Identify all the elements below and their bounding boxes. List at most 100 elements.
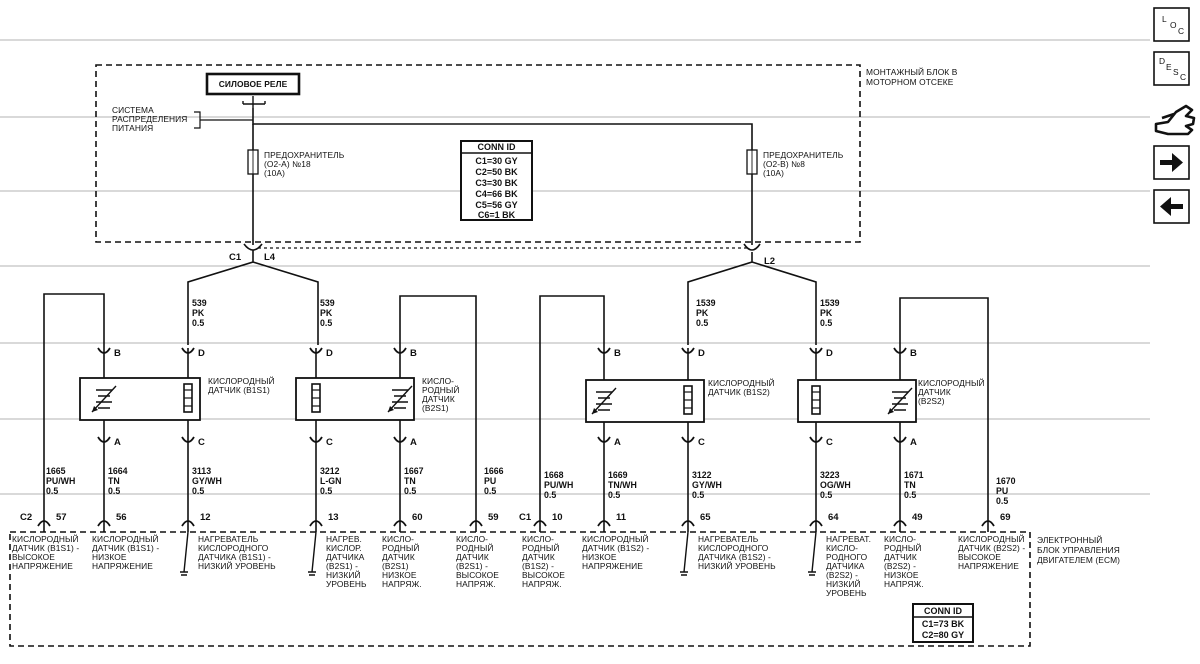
ecm-terminal-label: НАГРЕВ. [326, 534, 362, 544]
wire-gauge: 0.5 [46, 486, 58, 496]
wire-color: OG/WH [820, 480, 851, 490]
wire-gauge: 0.5 [320, 486, 332, 496]
conn-table-row: C3=30 BK [475, 178, 518, 188]
wire-gauge: 0.5 [192, 486, 204, 496]
sensor-label: КИСЛО- [422, 376, 454, 386]
wire-number: 1666 [484, 466, 504, 476]
ecm-terminal-label: (B1S2) - [522, 561, 554, 571]
ecm-terminal-label: (B2S1) - [326, 561, 358, 571]
ground-icon [680, 531, 689, 576]
ecm-terminal-label: ДАТЧИК [382, 552, 415, 562]
ecm-terminal-label: ДАТЧИК [456, 552, 489, 562]
ecm-terminal-label: НИЗКОЕ [92, 552, 127, 562]
ecm-terminal-label: УРОВЕНЬ [326, 579, 367, 589]
sensor-label: ДАТЧИК [918, 387, 951, 397]
wire-number: 1539 [696, 298, 716, 308]
wire-gauge: 0.5 [192, 318, 204, 328]
wire-color: PK [820, 308, 833, 318]
desc-letter: D [1159, 56, 1165, 66]
ecm-terminal-label: (B2S1) - [456, 561, 488, 571]
ecm-terminal-label: ДАТЧИК (B1S2) - [582, 543, 649, 553]
wire-color: PK [696, 308, 709, 318]
ecm-terminal-label: КИСЛО- [522, 534, 554, 544]
ecm-terminal-number: 64 [828, 512, 839, 523]
wire-gauge: 0.5 [692, 490, 704, 500]
wire-number: 3212 [320, 466, 340, 476]
connector-l4: L4 [264, 252, 276, 263]
ecm-terminal-label: НАПРЯЖ. [522, 579, 562, 589]
wire-gauge: 0.5 [484, 486, 496, 496]
ecm-terminal-number: 13 [328, 512, 339, 523]
ecm-terminal-label: КИСЛОРОДНЫЙ [92, 533, 159, 544]
wire-number: 1668 [544, 470, 564, 480]
wire-number: 1667 [404, 466, 424, 476]
ecm-terminal-label: (B2S2) - [826, 570, 858, 580]
ecm-title-2: БЛОК УПРАВЛЕНИЯ [1037, 545, 1120, 555]
ecm-terminal-label: НАПРЯЖЕНИЕ [92, 561, 153, 571]
ecm-terminal-label: ДАТЧИК [884, 552, 917, 562]
loc-button[interactable]: L O C [1153, 7, 1190, 42]
wire-gauge: 0.5 [608, 490, 620, 500]
wire [43, 293, 105, 520]
ecm-terminal-label: НИЗКИЙ [326, 569, 361, 580]
wire-color: PU [484, 476, 496, 486]
pin-letter: A [410, 437, 417, 448]
conn-table-row: C1=30 GY [475, 156, 517, 166]
ecm-terminal-label: КИСЛО- [826, 543, 858, 553]
block-title-1: МОНТАЖНЫЙ БЛОК В [866, 66, 958, 77]
wire-number: 539 [320, 298, 335, 308]
ecm-terminal-label: ВЫСОКОЕ [12, 552, 55, 562]
loc-letter: L [1162, 14, 1167, 24]
ecm-connector-c1: C1 [519, 512, 532, 523]
sensor-label: ДАТЧИК [422, 394, 455, 404]
wire-number: 539 [192, 298, 207, 308]
wire-color: TN [404, 476, 416, 486]
nav-buttons: L O C D E S C [1153, 7, 1196, 224]
wire-number: 1671 [904, 470, 924, 480]
ecm-terminal-label: КИСЛО- [884, 534, 916, 544]
back-arrow-button[interactable] [1153, 189, 1190, 224]
desc-button[interactable]: D E S C [1153, 51, 1190, 86]
ecm-title-1: ЭЛЕКТРОННЫЙ [1037, 534, 1102, 545]
pin-letter: A [614, 437, 621, 448]
sensor-label: КИСЛОРОДНЫЙ [208, 375, 275, 386]
fuse-b-label-1: ПРЕДОХРАНИТЕЛЬ [763, 150, 844, 160]
ecm-terminal-label: РОДНЫЙ [382, 542, 420, 553]
distribution-label-3: ПИТАНИЯ [112, 123, 153, 133]
pin-letter: B [114, 348, 121, 359]
forward-arrow-button[interactable] [1153, 145, 1190, 180]
wire-color: PU/WH [46, 476, 75, 486]
ecm-terminal-label: КИСЛОРОДНЫЙ [12, 533, 79, 544]
wire-color: TN [108, 476, 120, 486]
conn-table-header: CONN ID [478, 142, 517, 152]
wire-gauge: 0.5 [544, 490, 556, 500]
ecm-terminal-label: НАПРЯЖ. [382, 579, 422, 589]
wire-gauge: 0.5 [820, 318, 832, 328]
wire-number: 3122 [692, 470, 712, 480]
pin-letter: B [910, 348, 917, 359]
sensor-label: КИСЛОРОДНЫЙ [918, 377, 985, 388]
wire-number: 1664 [108, 466, 128, 476]
ecm-block: ЭЛЕКТРОННЫЙ БЛОК УПРАВЛЕНИЯ ДВИГАТЕЛЕМ (… [9, 512, 1120, 647]
wire [539, 295, 605, 520]
ecm-terminal-label: ВЫСОКОЕ [456, 570, 499, 580]
ecm-terminal-label: НАПРЯЖЕНИЕ [582, 561, 643, 571]
engine-fuse-block: МОНТАЖНЫЙ БЛОК В МОТОРНОМ ОТСЕКЕ СИЛОВОЕ… [95, 64, 958, 245]
ecm-terminal-label: ВЫСОКОЕ [522, 570, 565, 580]
hand-pointer-icon[interactable] [1154, 104, 1196, 136]
wire-color: TN/WH [608, 480, 637, 490]
ecm-terminal-number: 49 [912, 512, 923, 523]
power-relay-box [205, 72, 301, 96]
pin-letter: C [698, 437, 705, 448]
wire-gauge: 0.5 [320, 318, 332, 328]
ecm-conn-header: CONN ID [924, 606, 963, 616]
loc-letter: C [1178, 26, 1184, 36]
ecm-terminal-label: НИЗКОЕ [582, 552, 617, 562]
